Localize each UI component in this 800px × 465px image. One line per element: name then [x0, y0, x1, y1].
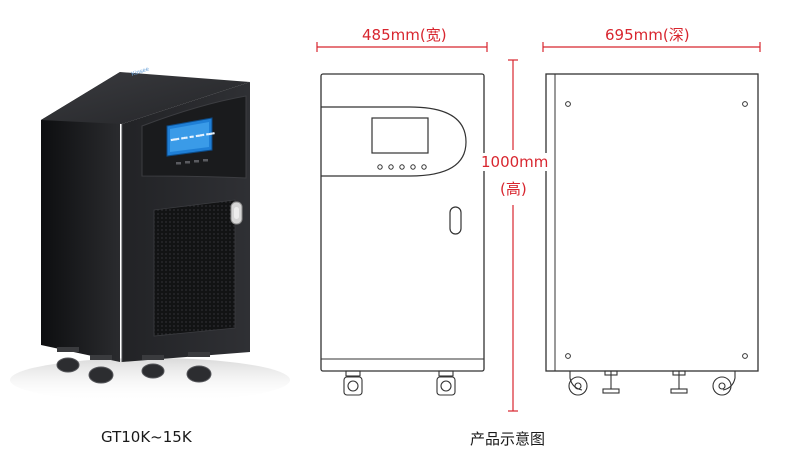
cabinet-side-panel	[41, 72, 120, 362]
handle-icon	[230, 201, 243, 225]
brand-logo: Kinsee	[131, 66, 151, 78]
front-view-outline	[320, 73, 485, 372]
dimension-lines	[316, 42, 761, 412]
lcd-screen-text: ■■■■ ■■■ ■■ ■■■■ ■■■■	[171, 131, 216, 142]
side-view-outline	[545, 73, 759, 372]
handle-icon	[449, 206, 462, 235]
depth-dimension-label: 695mm(深)	[605, 26, 690, 44]
cabinet-top-panel	[41, 72, 250, 124]
vent-grille	[153, 199, 236, 337]
caster-wheel-icon	[568, 371, 736, 396]
caster-wheel-icon	[343, 370, 456, 396]
lcd-screen: ■■■■ ■■■ ■■ ■■■■ ■■■■	[166, 117, 216, 157]
width-dimension-label: 485mm(宽)	[362, 26, 447, 44]
leveling-foot-icon	[602, 370, 688, 394]
diagram-caption: 产品示意图	[470, 430, 546, 448]
panel-buttons	[176, 159, 208, 165]
front-view-screen	[371, 117, 429, 154]
front-view-drawing	[320, 73, 485, 396]
side-view-drawing	[545, 73, 759, 396]
floor-shadow	[10, 358, 290, 402]
front-view-buttons	[377, 164, 427, 170]
screw-icon	[565, 101, 748, 359]
height-dimension-unit-label: (高)	[500, 178, 527, 199]
ups-cabinet-photo: ■■■■ ■■■ ■■ ■■■■ ■■■■ Kinsee	[10, 66, 290, 402]
front-view-fascia	[321, 106, 467, 177]
model-caption: GT10K~15K	[101, 428, 192, 446]
caster-wheel-icon	[56, 347, 212, 384]
height-dimension-label: 1000mm	[481, 153, 549, 171]
